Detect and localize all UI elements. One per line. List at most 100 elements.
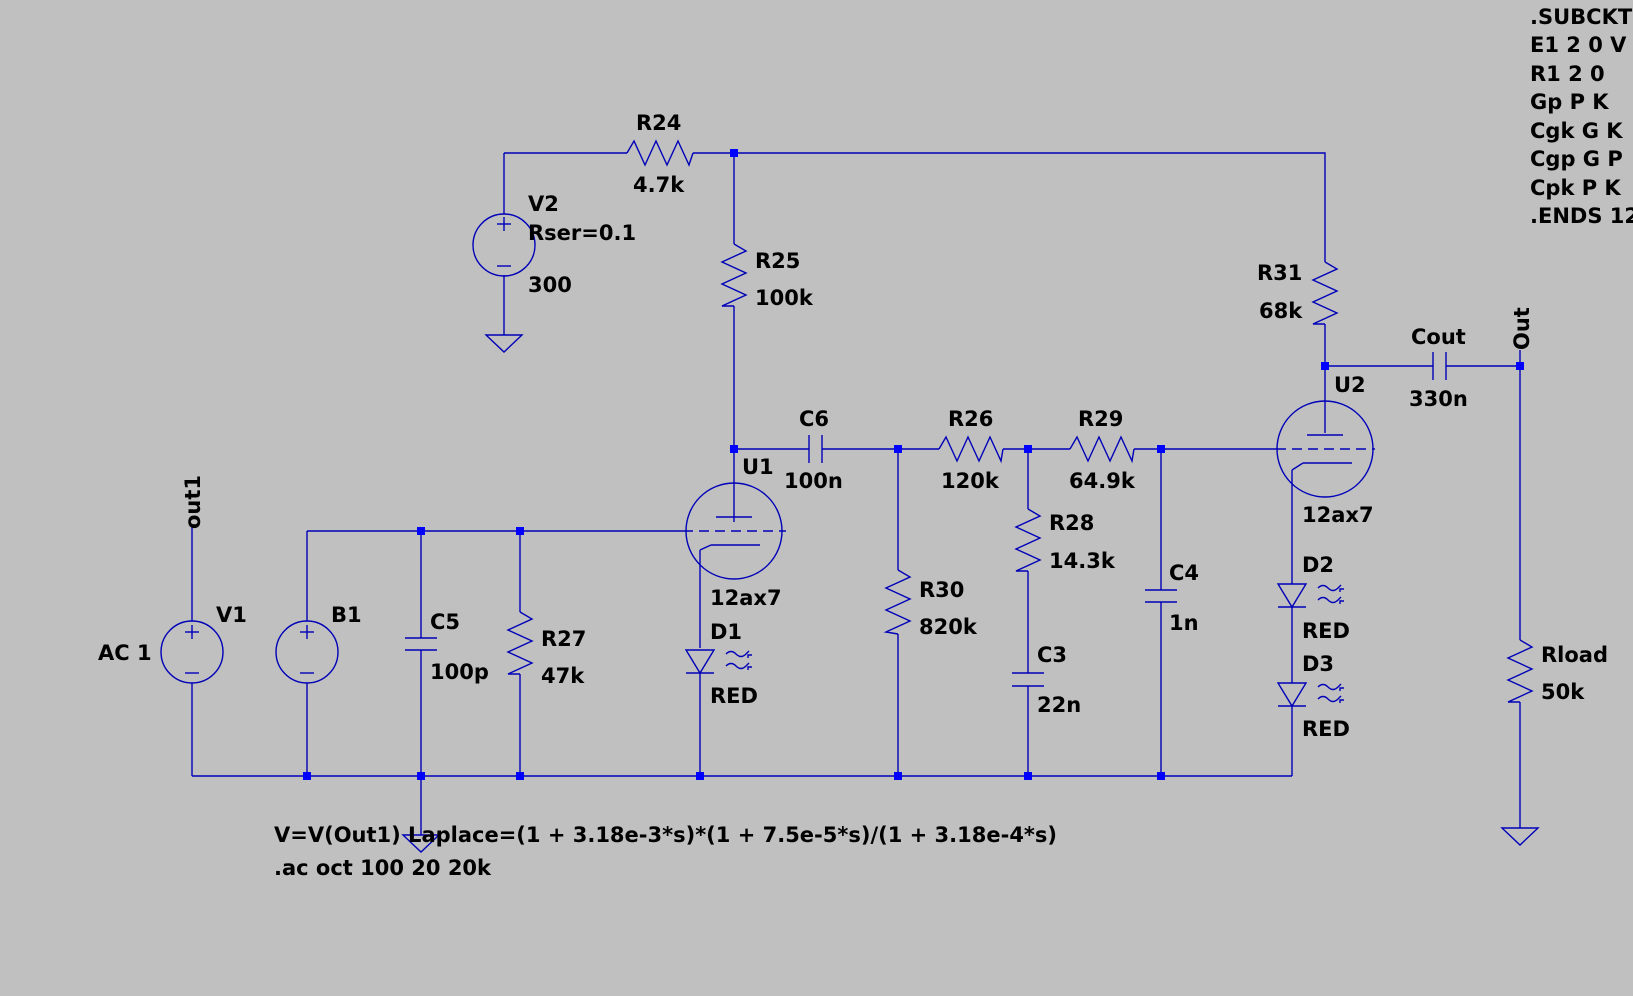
r24-ref: R24 <box>636 111 681 135</box>
net-label-out1: out1 <box>181 475 205 529</box>
led-d3[interactable]: D3 RED <box>1276 652 1350 741</box>
u1-ref: U1 <box>742 455 774 479</box>
light-emission-icon <box>1317 584 1344 604</box>
junction-dot <box>730 445 738 453</box>
v2-value: 300 <box>528 273 572 297</box>
junction-dot <box>696 772 704 780</box>
led-d1[interactable]: D1 RED <box>684 620 758 708</box>
ac-analysis-directive[interactable]: .ac oct 100 20 20k <box>274 856 492 880</box>
r30-ref: R30 <box>919 578 964 602</box>
subckt-line: Gp P K <box>1530 90 1609 114</box>
subckt-line: Cgk G K <box>1530 119 1623 143</box>
wires <box>191 152 1521 835</box>
rload-value: 50k <box>1541 680 1585 704</box>
resistor-r30[interactable]: R30 820k <box>883 569 978 639</box>
light-emission-icon <box>1317 683 1344 703</box>
junction-dot <box>1157 772 1165 780</box>
resistor-symbol <box>1311 261 1339 325</box>
resistor-symbol <box>626 139 694 167</box>
d2-value: RED <box>1302 619 1350 643</box>
d3-value: RED <box>1302 717 1350 741</box>
v1-ref: V1 <box>216 603 247 627</box>
junction-dot <box>894 772 902 780</box>
junction-dot <box>303 772 311 780</box>
triode-u1[interactable]: U1 12ax7 <box>683 455 786 610</box>
c3-ref: C3 <box>1037 643 1067 667</box>
source-circle <box>275 620 339 684</box>
capacitor-c5[interactable]: C5 100p <box>405 610 489 684</box>
subckt-line: R1 2 0 <box>1530 62 1605 86</box>
net-label-out: Out <box>1510 307 1534 350</box>
b1-ref: B1 <box>331 603 362 627</box>
d1-value: RED <box>710 684 758 708</box>
r31-value: 68k <box>1259 299 1303 323</box>
light-emission-icon <box>725 650 752 670</box>
diode-triangle <box>1276 682 1308 708</box>
b1-expression[interactable]: V=V(Out1) Laplace=(1 + 3.18e-3*s)*(1 + 7… <box>274 823 1057 847</box>
resistor-symbol <box>1014 508 1042 572</box>
resistor-r31[interactable]: R31 68k <box>1257 261 1339 325</box>
resistor-r24[interactable]: R24 4.7k <box>626 111 694 197</box>
c4-ref: C4 <box>1169 561 1199 585</box>
v2-param: Rser=0.1 <box>528 221 636 245</box>
resistor-r29[interactable]: R29 64.9k <box>1069 407 1136 493</box>
c6-ref: C6 <box>799 407 829 431</box>
resistor-r28[interactable]: R28 14.3k <box>1014 508 1116 573</box>
diode-triangle <box>1276 583 1308 609</box>
diode-triangle <box>684 649 716 675</box>
r27-value: 47k <box>541 664 585 688</box>
c5-value: 100p <box>430 660 489 684</box>
r29-ref: R29 <box>1078 407 1123 431</box>
junction-dot <box>1024 445 1032 453</box>
cout-ref: Cout <box>1411 325 1466 349</box>
resistor-r27[interactable]: R27 47k <box>506 611 586 688</box>
r29-value: 64.9k <box>1069 469 1136 493</box>
junction-dot <box>1516 362 1524 370</box>
junction-dot <box>1157 445 1165 453</box>
junction-dot <box>417 772 425 780</box>
c3-value: 22n <box>1037 693 1081 717</box>
voltage-source-v2[interactable]: V2 Rser=0.1 300 <box>472 192 636 297</box>
subckt-listing[interactable]: .SUBCKT E1 2 0 V R1 2 0 Gp P K Cgk G K C… <box>1530 5 1633 228</box>
behavioral-source-b1[interactable]: B1 <box>275 603 362 684</box>
r31-ref: R31 <box>1257 261 1302 285</box>
subckt-line: E1 2 0 V <box>1530 33 1627 57</box>
resistor-r25[interactable]: R25 100k <box>720 243 814 310</box>
capacitor-c3[interactable]: C3 22n <box>1012 643 1081 717</box>
led-d2[interactable]: D2 RED <box>1276 553 1350 643</box>
r24-value: 4.7k <box>633 173 685 197</box>
subckt-line: .SUBCKT <box>1530 5 1633 29</box>
ground-v2 <box>484 334 524 353</box>
ground-icon <box>401 834 441 853</box>
capacitor-cout[interactable]: Cout 330n <box>1409 325 1468 411</box>
resistor-r26[interactable]: R26 120k <box>938 407 1004 493</box>
r25-value: 100k <box>755 286 814 310</box>
junction-dot <box>516 772 524 780</box>
source-circle <box>472 213 536 277</box>
capacitor-c4[interactable]: C4 1n <box>1145 561 1199 635</box>
ground-main <box>401 834 441 853</box>
r26-ref: R26 <box>948 407 993 431</box>
junction-dot <box>894 445 902 453</box>
r28-ref: R28 <box>1049 511 1094 535</box>
resistor-symbol <box>720 243 748 307</box>
u2-value: 12ax7 <box>1302 503 1374 527</box>
c6-value: 100n <box>784 469 843 493</box>
r27-ref: R27 <box>541 627 586 651</box>
subckt-line: Cgp G P <box>1530 147 1623 171</box>
capacitor-c6[interactable]: C6 100n <box>784 407 843 493</box>
cout-value: 330n <box>1409 387 1468 411</box>
triode-u2[interactable]: U2 12ax7 <box>1276 373 1375 527</box>
r25-ref: R25 <box>755 249 800 273</box>
wire[interactable] <box>693 152 1326 262</box>
r28-value: 14.3k <box>1049 549 1116 573</box>
resistor-rload[interactable]: Rload 50k <box>1506 639 1608 704</box>
ground-icon <box>484 334 524 353</box>
d2-ref: D2 <box>1302 553 1334 577</box>
v2-ref: V2 <box>528 192 559 216</box>
voltage-source-v1[interactable]: V1 AC 1 <box>98 603 247 684</box>
r30-value: 820k <box>919 615 978 639</box>
junction-dot <box>1321 362 1329 370</box>
resistor-symbol <box>938 435 1004 464</box>
resistor-symbol <box>1506 639 1534 703</box>
